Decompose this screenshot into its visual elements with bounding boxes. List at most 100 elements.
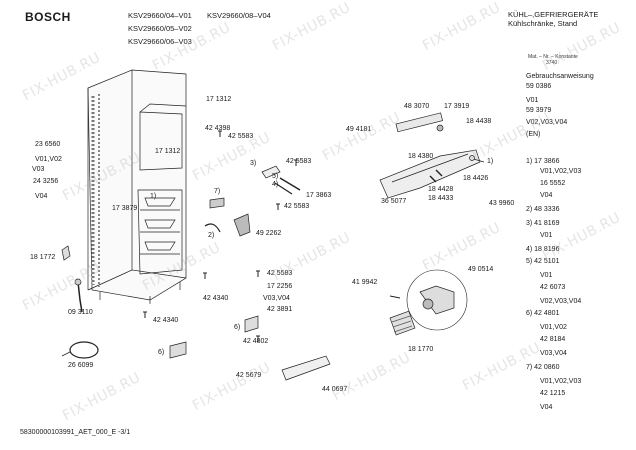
part-number-label: V03	[32, 166, 45, 173]
side-list-item: V02,V03,V04	[540, 298, 582, 305]
detail-circle	[406, 269, 468, 331]
part-number-label: 6)	[234, 324, 241, 331]
side-list-item: V01,V02,V03	[540, 378, 582, 385]
side-list-item: 1) 17 3866	[526, 158, 560, 165]
category-title: KÜHL–,GEFRIERGERÄTE Kühlschränke, Stand	[508, 10, 598, 28]
material-note-line: Mat. – Nr. – Konstante	[528, 54, 578, 60]
part-number-label: 18 1772	[30, 254, 56, 261]
part-number-label: 17 1312	[206, 96, 232, 103]
side-list-item: Gebrauchsanweisung	[526, 73, 594, 80]
part-number-label: 23 6560	[35, 141, 61, 148]
model-number: KSV29660/04–V01	[128, 11, 192, 20]
lamp-cover	[233, 213, 251, 237]
side-list-item: V01,V02	[540, 324, 567, 331]
part-number-label: 44 0697	[322, 386, 348, 393]
part-number-label: 42 5583	[286, 158, 312, 165]
part-number-label: 5)	[272, 173, 279, 180]
part-number-label: 42 4340	[203, 295, 229, 302]
part-number-label: 42 3891	[267, 306, 293, 313]
part-number-label: 18 4428	[428, 186, 454, 193]
part-number-label: 42 5583	[267, 270, 293, 277]
model-number: KSV29660/06–V03	[128, 37, 192, 46]
part-number-label: 18 4380	[408, 153, 434, 160]
side-list-item: 42 8184	[540, 336, 566, 343]
part-number-label: 4)	[272, 181, 279, 188]
part-number-label: 49 0514	[468, 266, 494, 273]
part-number-label: 18 4438	[466, 118, 492, 125]
side-list-item: 5) 42 5101	[526, 258, 560, 265]
part-number-label: 42 5583	[284, 203, 310, 210]
part-number-label: 42 5583	[228, 133, 254, 140]
part-number-label: 18 4426	[463, 175, 489, 182]
side-list-item: V02,V03,V04	[526, 119, 568, 126]
part-number-label: 18 1770	[408, 346, 434, 353]
part-number-label: V03,V04	[263, 295, 290, 302]
side-list-item: 4) 18 8196	[526, 246, 560, 253]
part-number-label: 17 3863	[306, 192, 332, 199]
side-list-item: V01	[526, 97, 539, 104]
side-list-item: 59 0386	[526, 83, 552, 90]
light-switch-48-3070	[395, 112, 443, 133]
part-number-label: 17 2256	[267, 283, 293, 290]
part-number-label: V04	[35, 193, 48, 200]
part-number-label: 42 5679	[236, 372, 262, 379]
side-list-item: 3) 41 8169	[526, 220, 560, 227]
document-footer: 58300000103991_AET_000_E -3/1	[20, 429, 131, 436]
part-number-label: 42 4802	[243, 338, 269, 345]
part-number-label: 48 3070	[404, 103, 430, 110]
part-number-label: 3)	[250, 160, 257, 167]
part-number-label: 41 9942	[352, 279, 378, 286]
fridge-cabinet	[87, 69, 187, 304]
side-list-item: 42 1215	[540, 390, 566, 397]
part-number-label: 42 4340	[153, 317, 179, 324]
material-note: Mat. – Nr. – Konstante 3740	[528, 54, 578, 66]
side-list-item: (EN)	[526, 131, 541, 138]
side-list-item: 59 3979	[526, 107, 552, 114]
part-number-label: 09 3110	[68, 309, 93, 316]
category-line: Kühlschränke, Stand	[508, 19, 578, 28]
category-line: KÜHL–,GEFRIERGERÄTE	[508, 10, 599, 19]
part-number-label: 26 6099	[68, 362, 94, 369]
cord-26-6099	[69, 341, 99, 359]
model-number: KSV29660/05–V02	[128, 24, 192, 33]
filter-18-1770	[389, 310, 416, 336]
side-list-item: V01	[540, 272, 553, 279]
part-number-label: 36 5077	[381, 198, 407, 205]
bracket-18-1772	[61, 245, 71, 261]
part-number-label: 17 3919	[444, 103, 470, 110]
side-list-item: V04	[540, 404, 553, 411]
part-number-label: 6)	[158, 349, 165, 356]
knob-17-3919	[436, 124, 444, 132]
part-number-label: 49 2262	[256, 230, 282, 237]
foot-part	[74, 278, 82, 286]
part-number-label: 18 4433	[428, 195, 454, 202]
material-note-line: 3740	[546, 60, 558, 66]
part-number-label: 24 3256	[33, 178, 59, 185]
side-list-item: 6) 42 4801	[526, 310, 560, 317]
part-number-label: 2)	[208, 232, 215, 239]
plinth-44-0697	[281, 355, 331, 381]
side-list-item: V01,V02,V03	[540, 168, 582, 175]
part-number-label: 7)	[214, 188, 221, 195]
part-number-label: 43 9960	[489, 200, 515, 207]
part-number-label: 1)	[487, 158, 494, 165]
part-number-label: V01,V02	[35, 156, 62, 163]
side-list-item: 2) 48 3336	[526, 206, 560, 213]
side-list-item: V04	[540, 192, 553, 199]
side-list-item: 7) 42 0860	[526, 364, 560, 371]
part-number-label: 49 4181	[346, 126, 372, 133]
part-number-label: 17 3879	[112, 205, 138, 212]
tube-09-3110	[77, 281, 83, 313]
control-panel	[379, 149, 481, 199]
part-number-label: 42 4398	[205, 125, 231, 132]
part-number-label: 17 1312	[155, 148, 181, 155]
brand-logo: BOSCH	[25, 10, 71, 24]
side-list-item: 42 6073	[540, 284, 566, 291]
side-list-item: V01	[540, 232, 553, 239]
model-number: KSV29660/08–V04	[207, 11, 271, 20]
part-number-label: 1)	[150, 193, 157, 200]
side-list-item: 16 5552	[540, 180, 566, 187]
side-list-item: V03,V04	[540, 350, 567, 357]
